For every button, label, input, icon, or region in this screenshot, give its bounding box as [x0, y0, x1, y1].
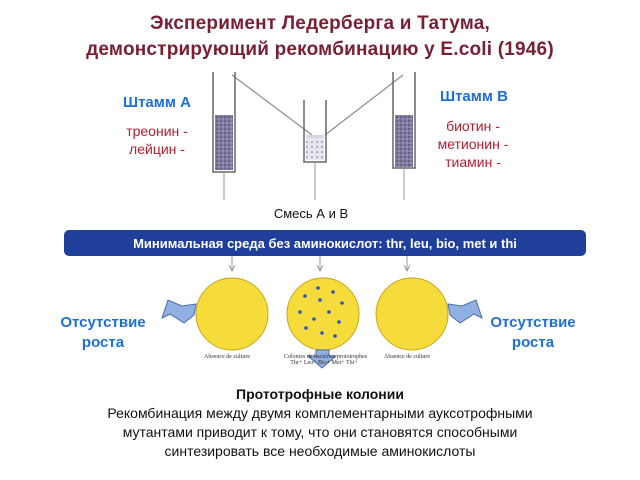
- plate-middle-caption-line: Colonies de bactéries prototrophes: [284, 354, 368, 360]
- arrow-down: [306, 349, 338, 369]
- absence-left-line: Отсутствие: [60, 314, 146, 331]
- strain-a-marker: лейцин -: [129, 141, 185, 157]
- mix-label: Смесь А и В: [274, 206, 348, 221]
- connector-line: [231, 74, 313, 136]
- absence-left-label: Отсутствие роста: [48, 313, 158, 353]
- colony: [303, 294, 307, 298]
- colony: [304, 326, 308, 330]
- colony: [337, 320, 341, 324]
- strain-a-markers: треонин - лейцин -: [108, 122, 206, 158]
- page-title-line-2: демонстрирующий рекомбинацию у E.coli (1…: [86, 39, 554, 60]
- arrow-left: [161, 299, 197, 324]
- colonies: [298, 286, 344, 338]
- colony: [298, 310, 302, 314]
- strain-b-markers: биотин - метионин - тиамин -: [418, 117, 528, 171]
- colony: [320, 331, 324, 335]
- plate-middle-caption: Colonies de bactéries prototrophes Thr+ …: [284, 354, 368, 366]
- mix-label-box: [205, 200, 418, 226]
- medium-label: Минимальная среда без аминокислот: thr, …: [133, 236, 517, 251]
- absence-right-line: роста: [511, 334, 555, 351]
- plate-right: [375, 277, 449, 351]
- plate-middle: [286, 277, 360, 351]
- page-title-line-1: Эксперимент Ледерберга и Татума,: [150, 13, 490, 34]
- colony: [331, 290, 335, 294]
- conclusion-line: мутантами приводит к тому, что они стано…: [122, 424, 518, 440]
- conclusion-heading: Прототрофные колонии: [236, 386, 404, 402]
- strain-b-marker: метионин -: [437, 136, 509, 152]
- plate-right-caption: Absence de culture: [384, 354, 430, 360]
- tube-a: [212, 72, 236, 173]
- strain-a-title: Штамм А: [123, 94, 191, 111]
- colony: [318, 298, 322, 302]
- strain-b-marker: биотин -: [446, 118, 500, 134]
- strain-b-title: Штамм В: [440, 88, 508, 105]
- plate-left-caption: Absence de culture: [204, 354, 250, 360]
- strain-b-marker: тиамин -: [445, 154, 501, 170]
- strain-a-marker: треонин -: [126, 123, 188, 139]
- colony: [340, 301, 344, 305]
- plate-middle-caption-line: Thr+ Leu+ Bio+ Met+ Thi+: [290, 360, 358, 366]
- conclusion-line: синтезировать все необходимые аминокисло…: [164, 443, 476, 459]
- absence-right-label: Отсутствие роста: [478, 313, 588, 353]
- colony: [333, 334, 337, 338]
- arrow-right: [447, 299, 483, 324]
- conclusion-line: Рекомбинация между двумя комплементарным…: [107, 405, 533, 421]
- absence-left-line: роста: [81, 334, 125, 351]
- plate-left: [195, 277, 269, 351]
- absence-right-line: Отсутствие: [490, 314, 576, 331]
- colony: [327, 310, 331, 314]
- tube-b: [392, 72, 416, 169]
- connector-line: [324, 74, 404, 136]
- medium-bar: [64, 230, 586, 256]
- colony: [312, 317, 316, 321]
- colony: [316, 286, 320, 290]
